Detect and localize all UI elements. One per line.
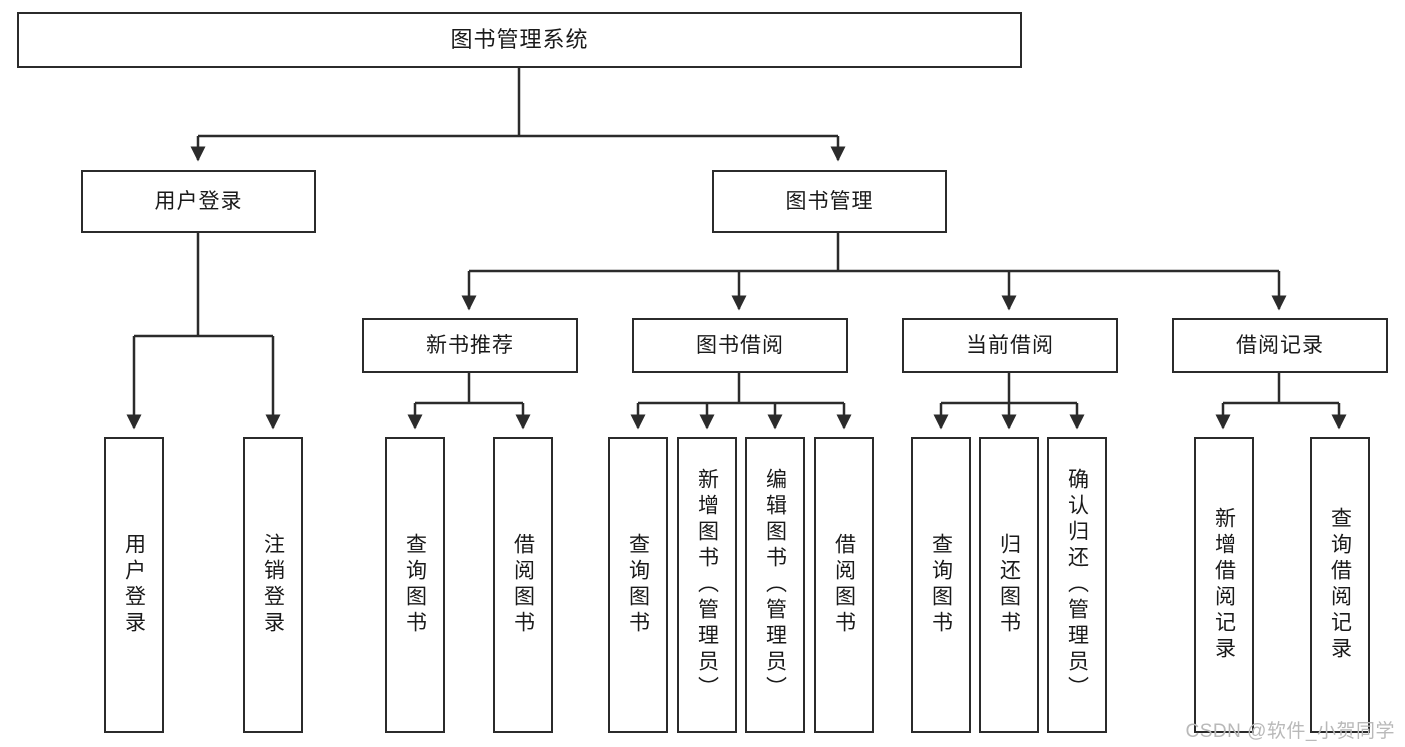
node-label: 图书借阅 [696,333,784,357]
node-borrow-record[interactable]: 借阅记录 [1172,318,1388,373]
leaf-query-book-recommend[interactable]: 查询图书 [385,437,445,733]
leaf-query-book-current[interactable]: 查询图书 [911,437,971,733]
node-root-book-management-system[interactable]: 图书管理系统 [17,12,1022,68]
node-book-borrow[interactable]: 图书借阅 [632,318,848,373]
node-label: 用户登录 [154,189,243,213]
node-label: 查询图书 [929,533,953,637]
node-label: 用户登录 [122,533,146,637]
watermark: CSDN @软件_小贺同学 [1185,721,1395,742]
leaf-confirm-return-admin[interactable]: 确认归还（管理员） [1047,437,1107,733]
node-current-borrow[interactable]: 当前借阅 [902,318,1118,373]
leaf-query-borrow-record[interactable]: 查询借阅记录 [1310,437,1370,733]
node-label: 查询图书 [626,533,650,637]
node-label: 图书管理系统 [450,26,589,52]
leaf-user-login[interactable]: 用户登录 [104,437,164,733]
node-label: 新书推荐 [426,333,514,357]
node-label: 编辑图书（管理员） [763,468,787,702]
node-label: 注销登录 [261,533,285,637]
node-label: 新增图书（管理员） [695,468,719,702]
node-new-book-recommend[interactable]: 新书推荐 [362,318,578,373]
node-label: 新增借阅记录 [1212,507,1236,663]
leaf-borrow-book-recommend[interactable]: 借阅图书 [493,437,553,733]
node-user-login[interactable]: 用户登录 [81,170,316,233]
leaf-add-borrow-record[interactable]: 新增借阅记录 [1194,437,1254,733]
node-label: 当前借阅 [966,333,1054,357]
leaf-add-book-admin[interactable]: 新增图书（管理员） [677,437,737,733]
leaf-return-book[interactable]: 归还图书 [979,437,1039,733]
node-book-management[interactable]: 图书管理 [712,170,947,233]
node-label: 借阅记录 [1236,333,1324,357]
leaf-logout[interactable]: 注销登录 [243,437,303,733]
node-label: 查询借阅记录 [1328,507,1352,663]
node-label: 确认归还（管理员） [1065,468,1089,702]
node-label: 图书管理 [785,189,874,213]
node-label: 借阅图书 [832,533,856,637]
node-label: 借阅图书 [511,533,535,637]
node-label: 归还图书 [997,533,1021,637]
leaf-query-book-borrow[interactable]: 查询图书 [608,437,668,733]
node-label: 查询图书 [403,533,427,637]
leaf-borrow-book[interactable]: 借阅图书 [814,437,874,733]
leaf-edit-book-admin[interactable]: 编辑图书（管理员） [745,437,805,733]
